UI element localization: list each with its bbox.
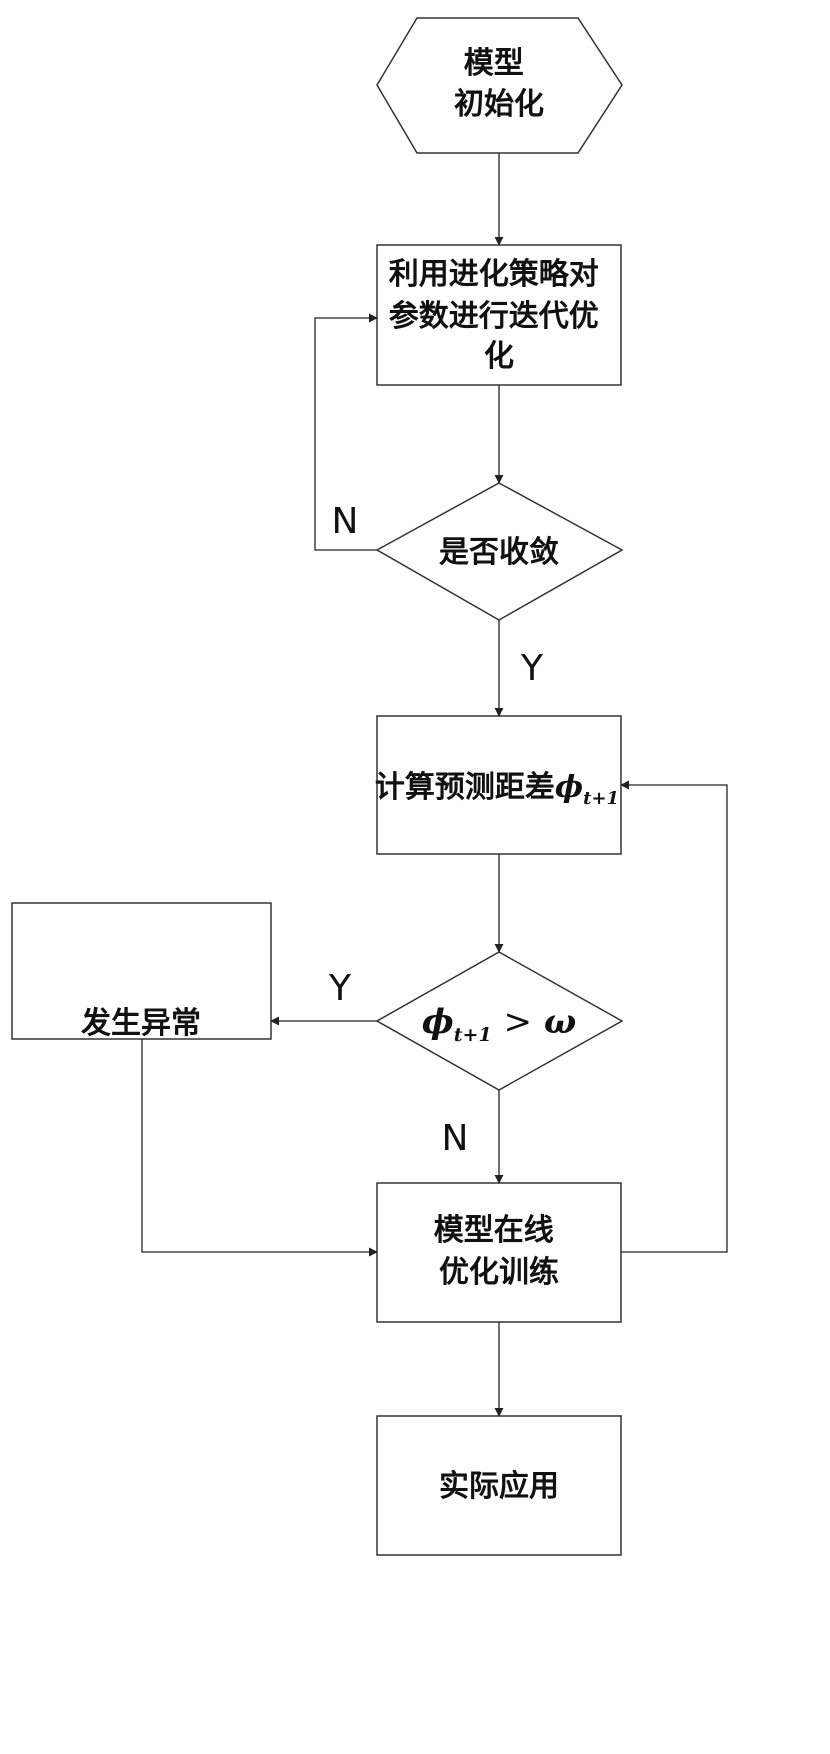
optimize-line-2: 参数进行迭代优	[389, 299, 599, 334]
online-line-2: 优化训练	[439, 1255, 559, 1290]
compute-label: 计算预测距差ϕt+1	[375, 770, 619, 809]
compare-spacer	[492, 1002, 504, 1042]
compare-phi-symbol: ϕ	[422, 1002, 454, 1042]
edge-label-converge-no: N	[332, 501, 359, 542]
arrow-anomaly-to-online	[142, 1039, 377, 1252]
compare-operator: >	[504, 1002, 533, 1042]
compare-label: ϕt+1 > ω	[422, 1002, 577, 1046]
compute-text: 计算预测距差	[375, 770, 555, 805]
anomaly-label: 发生异常	[80, 1006, 201, 1041]
converge-label: 是否收敛	[439, 535, 559, 570]
online-line-1: 模型在线	[434, 1213, 554, 1248]
start-line-2: 初始化	[454, 87, 544, 122]
compute-phi-symbol: ϕ	[555, 770, 583, 805]
compare-threshold: ω	[544, 1002, 576, 1042]
apply-label: 实际应用	[439, 1469, 559, 1504]
edge-label-converge-yes: Y	[520, 648, 544, 689]
start-line-1: 模型	[464, 46, 524, 81]
compare-spacer-2	[532, 1002, 544, 1042]
start-hexagon	[377, 18, 622, 153]
arrow-online-feedback-loop	[621, 785, 727, 1252]
online-box	[377, 1183, 621, 1322]
compute-phi-subscript: t+1	[583, 788, 619, 809]
optimize-line-3: 化	[484, 339, 514, 374]
edge-label-compare-yes: Y	[328, 968, 352, 1009]
optimize-line-1: 利用进化策略对	[389, 257, 599, 292]
compare-phi-subscript: t+1	[454, 1024, 492, 1046]
edge-label-compare-no: N	[442, 1118, 469, 1159]
